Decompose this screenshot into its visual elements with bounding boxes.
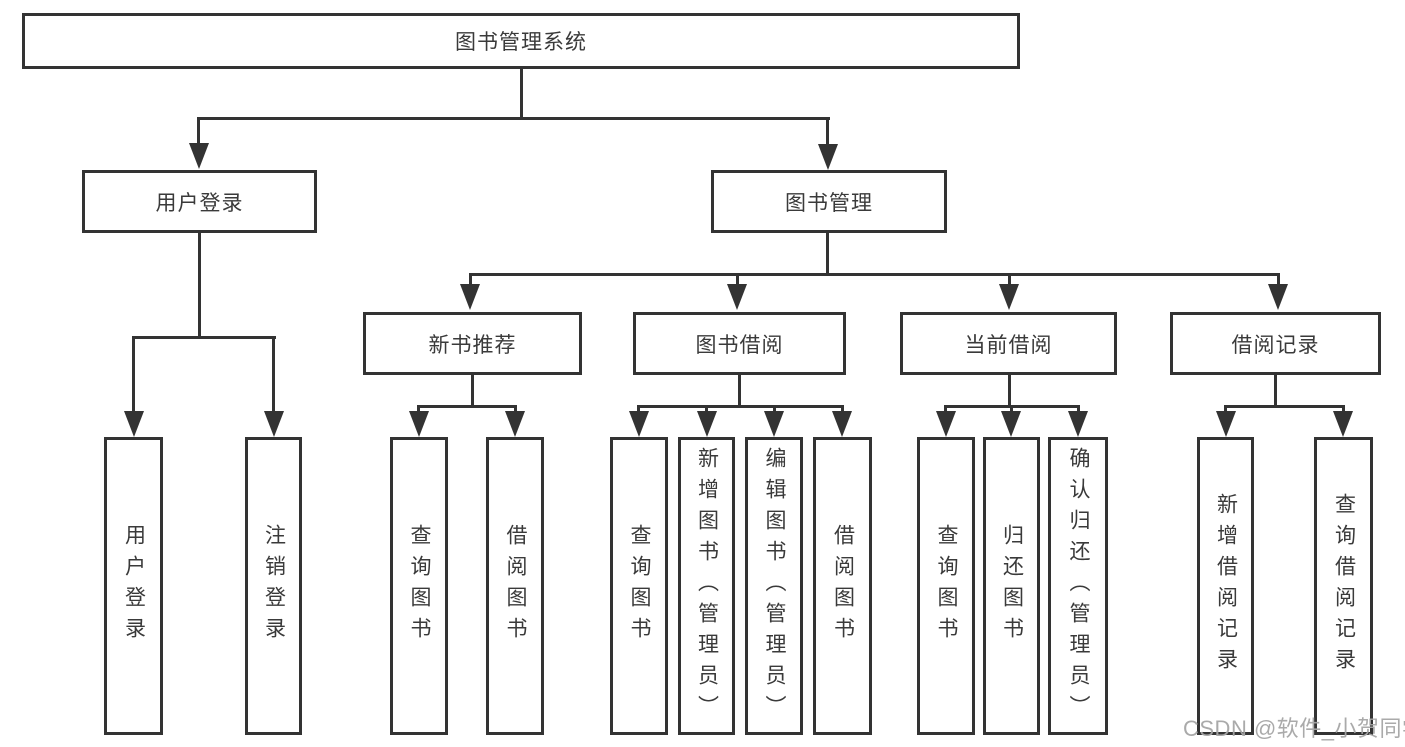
node-label: 图书管理系统 — [455, 31, 587, 54]
connector-line — [471, 375, 474, 407]
node-book-borrowing: 图书借阅 — [633, 312, 846, 375]
node-label: 用户登录 — [122, 524, 146, 648]
node-label: 借阅图书 — [831, 524, 855, 648]
node-borrow-records: 借阅记录 — [1170, 312, 1381, 375]
connector-line — [705, 405, 708, 415]
connector-line — [841, 405, 844, 415]
node-label: 查询图书 — [935, 524, 958, 648]
arrow-down-icon — [1068, 411, 1088, 437]
connector-line — [417, 405, 420, 415]
node-new-book-recommend: 新书推荐 — [363, 312, 582, 375]
arrow-down-icon — [727, 284, 747, 310]
arrow-down-icon — [505, 411, 525, 437]
connector-line — [520, 69, 523, 119]
node-query-books-borrowing: 查询图书 — [610, 437, 668, 735]
arrow-down-icon — [460, 284, 480, 310]
node-label: 借阅记录 — [1231, 333, 1320, 357]
arrow-down-icon — [1001, 411, 1021, 437]
node-query-books-current: 查询图书 — [917, 437, 975, 735]
node-user-login: 用户登录 — [82, 170, 317, 233]
connector-line — [272, 336, 275, 414]
connector-line — [417, 405, 517, 408]
arrow-down-icon — [409, 411, 429, 437]
arrow-down-icon — [189, 143, 209, 169]
connector-line — [826, 233, 829, 276]
connector-line — [738, 375, 741, 407]
connector-line — [132, 336, 276, 339]
arrow-down-icon — [629, 411, 649, 437]
node-label: 归还图书 — [1000, 524, 1024, 648]
watermark: CSDN @软件_小贺同学 — [1183, 716, 1405, 741]
node-confirm-return-admin: 确认归还（管理员） — [1048, 437, 1108, 735]
node-label: 借阅图书 — [504, 524, 527, 648]
connector-line — [1224, 405, 1345, 408]
connector-line — [1008, 273, 1011, 287]
node-label: 查询图书 — [408, 524, 431, 648]
node-add-books-admin: 新增图书（管理员） — [678, 437, 735, 735]
node-user-login-leaf: 用户登录 — [104, 437, 163, 735]
node-label: 新增图书（管理员） — [695, 446, 719, 726]
arrow-down-icon — [264, 411, 284, 437]
connector-line — [1342, 405, 1345, 415]
connector-line — [1010, 405, 1013, 415]
arrow-down-icon — [818, 144, 838, 170]
arrow-down-icon — [124, 411, 144, 437]
node-add-borrow-record: 新增借阅记录 — [1197, 437, 1254, 735]
connector-line — [944, 405, 947, 415]
node-query-books-recommend: 查询图书 — [390, 437, 448, 735]
node-label: 图书借阅 — [695, 333, 784, 357]
node-label: 当前借阅 — [964, 333, 1053, 357]
connector-line — [773, 405, 776, 415]
arrow-down-icon — [764, 411, 784, 437]
connector-line — [514, 405, 517, 415]
connector-line — [637, 405, 844, 408]
node-label: 查询借阅记录 — [1332, 493, 1356, 679]
arrow-down-icon — [697, 411, 717, 437]
connector-line — [736, 273, 739, 287]
node-book-management: 图书管理 — [711, 170, 947, 233]
connector-line — [1008, 375, 1011, 407]
node-borrow-books-recommend: 借阅图书 — [486, 437, 544, 735]
arrow-down-icon — [1333, 411, 1353, 437]
node-label: 确认归还（管理员） — [1067, 446, 1090, 726]
node-label: 新增借阅记录 — [1214, 493, 1238, 679]
node-label: 编辑图书（管理员） — [763, 446, 786, 726]
node-label: 查询图书 — [628, 524, 651, 648]
connector-line — [198, 233, 201, 339]
connector-line — [637, 405, 640, 415]
node-label: 注销登录 — [262, 524, 286, 648]
arrow-down-icon — [999, 284, 1019, 310]
node-label: 新书推荐 — [428, 333, 517, 357]
connector-line — [197, 117, 200, 147]
arrow-down-icon — [936, 411, 956, 437]
connector-line — [1224, 405, 1227, 415]
connector-line — [1277, 273, 1280, 287]
connector-line — [469, 273, 472, 287]
node-current-borrowing: 当前借阅 — [900, 312, 1117, 375]
arrow-down-icon — [1216, 411, 1236, 437]
connector-line — [132, 336, 135, 414]
node-label: 用户登录 — [155, 191, 244, 215]
node-query-borrow-record: 查询借阅记录 — [1314, 437, 1373, 735]
node-logout: 注销登录 — [245, 437, 302, 735]
connector-line — [1077, 405, 1080, 415]
node-return-books: 归还图书 — [983, 437, 1040, 735]
connector-line — [197, 117, 830, 120]
arrow-down-icon — [1268, 284, 1288, 310]
connector-line — [826, 117, 829, 147]
node-borrow-books: 借阅图书 — [813, 437, 872, 735]
arrow-down-icon — [832, 411, 852, 437]
node-edit-books-admin: 编辑图书（管理员） — [745, 437, 803, 735]
node-library-system: 图书管理系统 — [22, 13, 1020, 69]
connector-line — [1274, 375, 1277, 407]
node-label: 图书管理 — [785, 191, 873, 215]
connector-line — [469, 273, 1279, 276]
